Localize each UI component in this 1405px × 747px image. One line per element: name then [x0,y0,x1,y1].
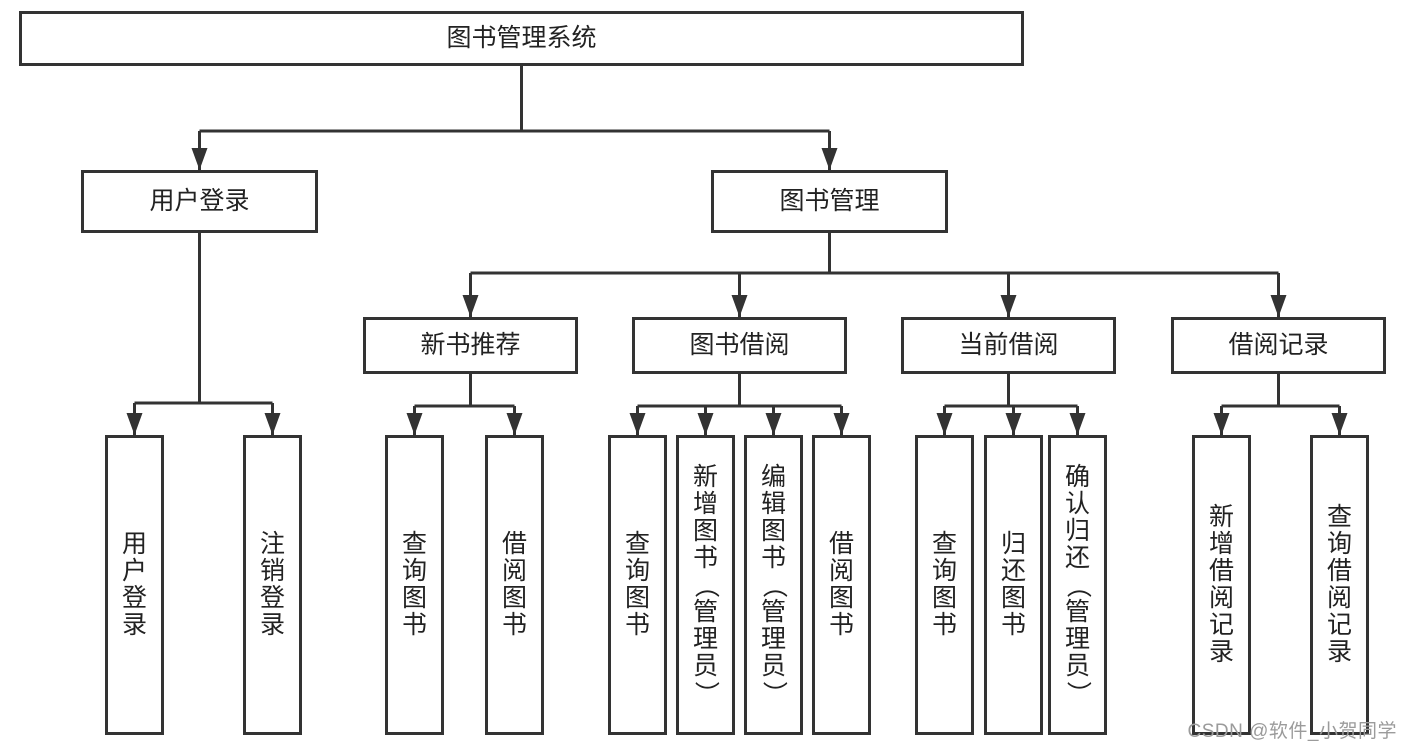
node-box-l3d[interactable] [1171,317,1386,374]
arrow-icon-lf6 [697,413,714,435]
node-label-l2a: 用户登录 [149,187,249,215]
node-lf5[interactable] [608,435,667,735]
arrow-icon-lf3 [406,413,423,435]
node-root[interactable]: 图书管理系统 [19,11,1024,66]
node-lf3[interactable] [385,435,444,735]
node-lf13[interactable] [1310,435,1369,735]
arrow-icon-lf7 [765,413,782,435]
node-l3c[interactable]: 当前借阅 [901,317,1116,374]
node-box-lf9[interactable] [915,435,974,735]
node-box-lf7[interactable] [744,435,803,735]
node-box-lf3[interactable] [385,435,444,735]
node-box-l2b[interactable] [711,170,948,233]
node-l3d[interactable]: 借阅记录 [1171,317,1386,374]
node-lf9[interactable] [915,435,974,735]
node-box-lf8[interactable] [812,435,871,735]
node-label-l3c: 当前借阅 [958,331,1058,359]
node-box-l3b[interactable] [632,317,847,374]
node-box-l3c[interactable] [901,317,1116,374]
node-box-root[interactable] [19,11,1024,66]
arrow-icon-l3c [1000,295,1017,317]
arrow-icon-lf12 [1213,413,1230,435]
node-lf6[interactable] [676,435,735,735]
node-box-lf5[interactable] [608,435,667,735]
arrow-icon-l2b [821,148,838,170]
arrow-icon-lf11 [1069,413,1086,435]
node-lf2[interactable] [243,435,302,735]
arrow-icon-lf10 [1005,413,1022,435]
arrow-icon-lf4 [506,413,523,435]
node-l2b[interactable]: 图书管理 [711,170,948,233]
arrow-icon-lf8 [833,413,850,435]
node-lf4[interactable] [485,435,544,735]
node-label-l2b: 图书管理 [779,187,879,215]
arrow-icon-lf1 [126,413,143,435]
node-lf7[interactable] [744,435,803,735]
node-l2a[interactable]: 用户登录 [81,170,318,233]
node-label-l3d: 借阅记录 [1228,331,1328,359]
arrow-icon-lf5 [629,413,646,435]
node-box-lf6[interactable] [676,435,735,735]
node-box-lf2[interactable] [243,435,302,735]
node-lf1[interactable] [105,435,164,735]
node-lf12[interactable] [1192,435,1251,735]
node-label-root: 图书管理系统 [446,24,596,52]
node-box-lf4[interactable] [485,435,544,735]
node-box-l2a[interactable] [81,170,318,233]
node-lf11[interactable] [1048,435,1107,735]
arrow-icon-l3a [462,295,479,317]
node-box-lf12[interactable] [1192,435,1251,735]
arrow-icon-l2a [191,148,208,170]
node-box-lf13[interactable] [1310,435,1369,735]
arrow-icon-l3d [1270,295,1287,317]
node-box-lf11[interactable] [1048,435,1107,735]
node-l3a[interactable]: 新书推荐 [363,317,578,374]
arrow-icon-lf13 [1331,413,1348,435]
node-box-l3a[interactable] [363,317,578,374]
node-lf10[interactable] [984,435,1043,735]
connector-layer [126,66,1348,435]
watermark: CSDN @软件_小贺同学 [1187,721,1397,742]
node-lf8[interactable] [812,435,871,735]
arrow-icon-lf2 [264,413,281,435]
arrow-icon-lf9 [936,413,953,435]
node-label-l3b: 图书借阅 [689,331,789,359]
arrow-icon-l3b [731,295,748,317]
node-l3b[interactable]: 图书借阅 [632,317,847,374]
node-label-l3a: 新书推荐 [420,331,520,359]
node-box-lf10[interactable] [984,435,1043,735]
node-box-lf1[interactable] [105,435,164,735]
